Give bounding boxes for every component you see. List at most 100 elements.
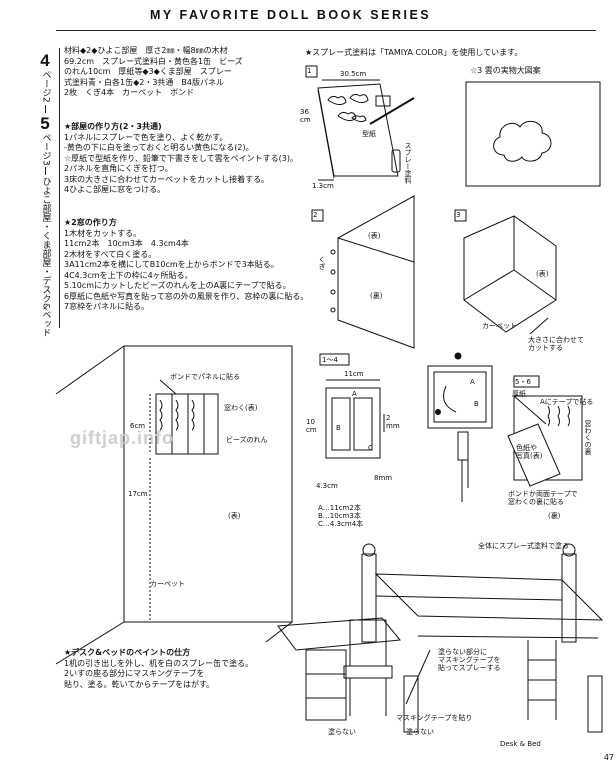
fig3-front: (表) [536, 270, 549, 278]
paint-step: 2いすの座る部分にマスキングテープを [64, 669, 205, 678]
spray-note: ★スプレー式塗料は「TAMIYA COLOR」を使用しています。 [305, 48, 523, 57]
nail [330, 307, 336, 313]
fig14-step: 1〜4 [322, 356, 338, 364]
figure-mid-frame [427, 352, 493, 502]
page-sidebar: 4 ページ2 5 ページ3 ひよこ部屋・くま部屋・デスク&ベッド [34, 52, 56, 338]
window-step: 11cm2本 10cm3本 4.3cm4本 [64, 239, 189, 248]
desk-top [277, 617, 401, 651]
fig14-w: 11cm [344, 370, 364, 378]
fig56-tape: Aにテープで貼る [540, 398, 594, 406]
room-step: 3床の大きさに合わせてカーペットをカットし接着する。 [64, 174, 270, 184]
materials-block: 材料◆2◆ひよこ部屋 厚さ2㎜・幅8㎜の木材 69.2cm スプレー式塗料白・黄… [64, 46, 243, 99]
fig-mid-B: B [474, 400, 479, 408]
fig2-nail: くぎ [318, 256, 326, 270]
furniture-spray-all: 全体にスプレー式塗料で塗る [478, 542, 569, 550]
materials-line: 式塗料青・白各1缶◆2・3共通 B4版パネル [64, 77, 224, 87]
fig1-margin: 1.3cm [312, 182, 334, 190]
series-title: MY FAVORITE DOLL BOOK SERIES [150, 8, 432, 22]
sidebar-topic: ひよこ部屋・くま部屋・デスク&ベッド [40, 177, 51, 338]
pattern-box [465, 81, 601, 187]
sidebar-page-5: 5 [40, 113, 50, 133]
furniture-unpainted-1: 塗らない [328, 728, 356, 736]
cloud-shape [337, 111, 357, 122]
fig14-t8: 8mm [374, 474, 393, 482]
fig1-cardboard: 型紙 [362, 130, 376, 138]
fig3-step: 3 [456, 211, 461, 219]
sidebar-rule [59, 48, 60, 328]
figure-56-frame [507, 375, 583, 487]
fig14-legend-item: C…4.3cm4本 [318, 520, 364, 528]
bed-post [587, 675, 603, 733]
nail [330, 289, 336, 295]
nail [330, 249, 336, 255]
cloud-shape [327, 95, 347, 106]
furniture-drawing [277, 543, 604, 733]
room-large [55, 345, 293, 665]
pencil [369, 97, 415, 125]
furniture-masking-label: マスキングテープを貼り [396, 714, 473, 722]
cloud-pattern [465, 81, 601, 187]
spray-can [391, 149, 401, 173]
room-bond: ボンドでパネルに貼る [170, 373, 240, 381]
materials-line: 材料◆2◆ひよこ部屋 厚さ2㎜・幅8㎜の木材 [64, 46, 228, 55]
bed-knob [362, 543, 376, 557]
figure-2-panels [311, 195, 415, 349]
cloud-cardboard [351, 115, 367, 123]
chair-seat [343, 665, 393, 679]
fig2-step: 2 [313, 211, 318, 219]
window-step: 6厚紙に色紙や写真を貼って窓の外の風景を作り、窓枠の裏に貼る。 [64, 291, 309, 301]
cloud-shape [349, 93, 369, 104]
window-step: 3A11cm2本を横にしてB10cmを上からボンドで3本貼る。 [64, 260, 279, 269]
sidebar-divider [44, 167, 46, 176]
bed-knob [562, 543, 576, 557]
fig2-front: (表) [368, 232, 381, 240]
window-frame [155, 393, 219, 455]
paint-steps-title: ★デスク&ベッドのペイントの仕方 [64, 648, 191, 657]
fig2-back: (裏) [370, 292, 383, 300]
room-window: 窓わく(表) [224, 404, 258, 412]
room-h17: 17cm [128, 490, 148, 498]
watermark: giftjap.info [70, 428, 174, 448]
step-box [305, 65, 318, 78]
materials-line: 2枚 くぎ4本 カーペット ボンド [64, 88, 195, 97]
room-step: -黄色の下に白を塗っておくと明るい黄色になる(2)。 [64, 143, 254, 152]
header-rule [56, 30, 596, 31]
window-step: 5.10cmにカットしたビーズのれんを上のA裏にテープで貼る。 [64, 281, 291, 290]
fig14-C: C [368, 444, 373, 452]
figure-1-panel [305, 65, 415, 181]
fig14-t2: 2 mm [386, 414, 400, 430]
bed-post [561, 553, 577, 643]
bead-curtain [159, 399, 195, 431]
stencil-rect [375, 95, 391, 107]
fig14-legend-item: A…11cm2本 [318, 504, 361, 512]
room-step: 4ひよこ部屋に窓をつける。 [64, 185, 166, 194]
window-steps-title: ★2窓の作り方 [64, 218, 117, 227]
room-step: 1パネルにスプレーで色を塗り、よく乾かす。 [64, 132, 228, 142]
step-box [454, 209, 467, 222]
fig14-small: 4.3cm [316, 482, 338, 490]
fig3-cut: 大きさに合わせて カットする [528, 336, 584, 352]
window-steps-block: ★2窓の作り方 1木材をカットする。 11cm2本 10cm3本 4.3cm4本… [64, 218, 308, 313]
cloud-outline [493, 120, 552, 162]
materials-line: 69.2cm スプレー式塗料白・黄色各1缶 ビーズ [64, 56, 243, 66]
fig56-colorpaper: 色紙や 写真(表) [516, 444, 543, 460]
desk-drawers [305, 649, 347, 721]
sidebar-page-word-1: ページ2 [40, 70, 51, 103]
figure-3-room [454, 209, 557, 335]
window-step: 4C4.3cmを上下の枠に4ヶ所貼る。 [64, 270, 193, 280]
fig14-legend: A…11cm2本 B…10cm3本 C…4.3cm4本 [318, 504, 363, 528]
furniture-masking-note: 塗らない部分に マスキングテープを 貼ってスプレーする [438, 648, 501, 672]
fig56-cardboard: 厚紙 [512, 390, 526, 398]
fig56-bond-tape: ボンドか両面テープで 窓わくの裏に貼る [508, 490, 578, 506]
room-front: (表) [228, 512, 241, 520]
cloud-pattern-label: ☆3 雲の実物大図案 [470, 66, 541, 75]
fig1-height: 36 cm [300, 108, 311, 124]
sidebar-page-4: 4 [40, 51, 50, 70]
room-steps-title: ★部屋の作り方(2・3共通) [64, 122, 162, 131]
fig56-step: 5・6 [515, 378, 531, 386]
fig14-h: 10 cm [306, 418, 317, 434]
room-steps-block: ★部屋の作り方(2・3共通) 1パネルにスプレーで色を塗り、よく乾かす。 -黄色… [64, 122, 298, 196]
bed-post [403, 675, 419, 733]
fig-mid-A: A [470, 378, 475, 386]
